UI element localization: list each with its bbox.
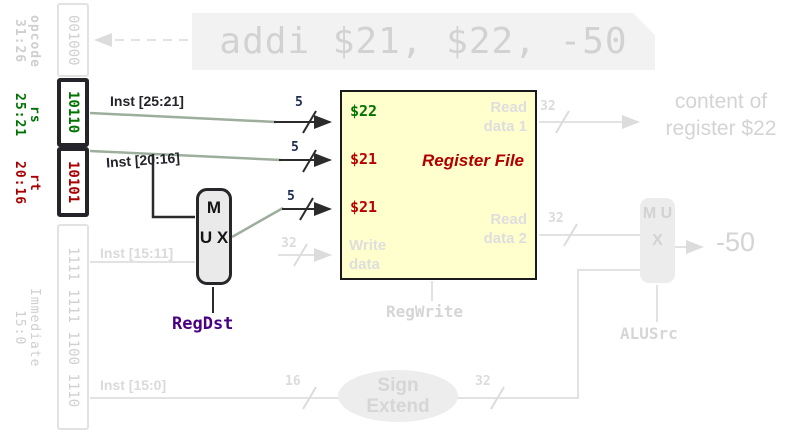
read-data1-bus-width: 32 [540,99,556,114]
read-data2-bus-width: 32 [548,211,564,226]
register-file-title: Register File [421,151,525,170]
rs-bus-width: 5 [295,95,303,110]
alusrc-mux: M U X [640,198,675,283]
read-reg2-value: $21 [350,150,378,168]
read-data1-port-label: Read data 1 [483,99,527,135]
regwrite-control-label: RegWrite [386,302,464,321]
black-bus-slashes [299,110,317,221]
rt-range: 20:16 [12,160,27,206]
alusrc-control-label: ALUSrc [620,324,678,343]
immediate-field-label: Immediate 15:0 [12,278,42,378]
sign-extend-block: Sign Extend [338,370,458,422]
rs-name: rs [27,106,42,124]
sign-extend-label: Sign Extend [366,375,430,417]
rt-field-label: rt 20:16 [12,150,42,216]
read-reg1-value: $22 [350,102,378,120]
read-data2-port-label: Read data 2 [483,211,527,247]
immediate-bus-width: 16 [285,374,301,389]
opcode-bits: 001000 [65,14,81,66]
immediate-bits-box: 1111 1111 1100 1110 [57,224,89,430]
rs-field-label: rs 25:21 [12,82,42,148]
mux2-output-annotation: -50 [716,227,756,257]
rt-wire [89,149,282,162]
field-wires [89,111,284,239]
rt-bits: 10101 [65,160,81,204]
mux1-output-wire [231,206,284,239]
opcode-name: opcode [27,14,42,68]
instruction-banner: addi $21, $22, -50 [192,13,655,70]
immediate-range: 15:0 [12,310,27,346]
rt-name: rt [27,174,42,192]
inst-25-21-label: Inst [25:21] [110,93,184,109]
gray-bus-slashes [293,110,578,410]
rt-bits-box: 10101 [57,147,89,217]
inst-15-0-label: Inst [15:0] [100,377,167,393]
immediate-bits: 1111 1111 1100 1110 [65,246,81,408]
register-file-block: $22 $21 $21 Write data Read data 1 Read … [340,90,537,280]
rs-bits-box: 10110 [57,78,89,147]
write-data-port-label: Write data [349,237,387,273]
sign-extend-bus-width: 32 [475,374,491,389]
rs-bits: 10110 [65,91,81,134]
read-data1-annotation: content of register $22 [665,90,777,140]
immediate-name: Immediate [27,288,42,368]
active-wires [151,115,332,313]
rs-range: 25:21 [12,92,27,138]
rs-wire [89,111,277,124]
write-reg-value: $21 [350,198,378,216]
sign-extend-output-wire [456,269,640,399]
regdst-control-label: RegDst [172,314,234,334]
regdst-mux: M U X [196,188,232,285]
opcode-bits-box: 001000 [57,3,89,77]
rt-bus-width: 5 [291,140,299,155]
opcode-range: 31:26 [12,18,27,64]
rt-branch-to-mux1 [151,154,195,219]
write-reg-bus-width: 5 [287,189,295,204]
inactive-wires [90,33,704,399]
inst-15-11-label: Inst [15:11] [100,245,174,261]
write-data-bus-width: 32 [281,236,297,251]
instruction-text: addi $21, $22, -50 [219,21,628,62]
opcode-field-label: opcode 31:26 [12,5,42,77]
